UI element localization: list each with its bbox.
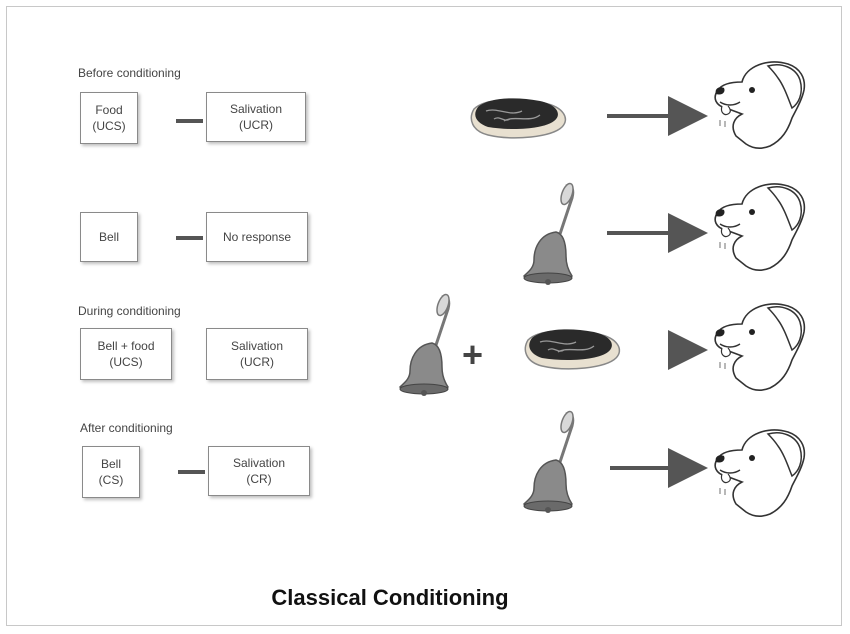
- stimulus-box-bell: Bell: [80, 212, 138, 262]
- diagram-title: Classical Conditioning: [271, 585, 509, 610]
- dog-head-icon: [714, 429, 806, 517]
- connector-dash: [178, 470, 205, 474]
- connector-dash: [176, 236, 203, 240]
- stage-label-after: After conditioning: [80, 421, 173, 435]
- diagram-frame: [6, 6, 842, 626]
- dog-head-icon: [714, 303, 806, 391]
- stage-label-before: Before conditioning: [78, 66, 181, 80]
- stimulus-box-bell-cs: Bell (CS): [82, 446, 140, 498]
- stimulus-box-food: Food (UCS): [80, 92, 138, 144]
- plus-sign: +: [462, 334, 484, 375]
- response-box-salivation-cr: Salivation (CR): [208, 446, 310, 496]
- response-box-no-response: No response: [206, 212, 308, 262]
- bell-icon: [522, 408, 577, 515]
- response-box-salivation-ucr: Salivation (UCR): [206, 92, 306, 142]
- dog-head-icon: [714, 183, 806, 271]
- steak-icon: [470, 97, 567, 139]
- dog-head-icon: [714, 61, 806, 149]
- steak-icon: [524, 328, 621, 370]
- stage-label-during: During conditioning: [78, 304, 181, 318]
- connector-dash: [176, 119, 203, 123]
- bell-icon: [398, 291, 453, 398]
- stimulus-box-bell-food: Bell + food (UCS): [80, 328, 172, 380]
- response-box-salivation-ucr: Salivation (UCR): [206, 328, 308, 380]
- bell-icon: [522, 180, 577, 287]
